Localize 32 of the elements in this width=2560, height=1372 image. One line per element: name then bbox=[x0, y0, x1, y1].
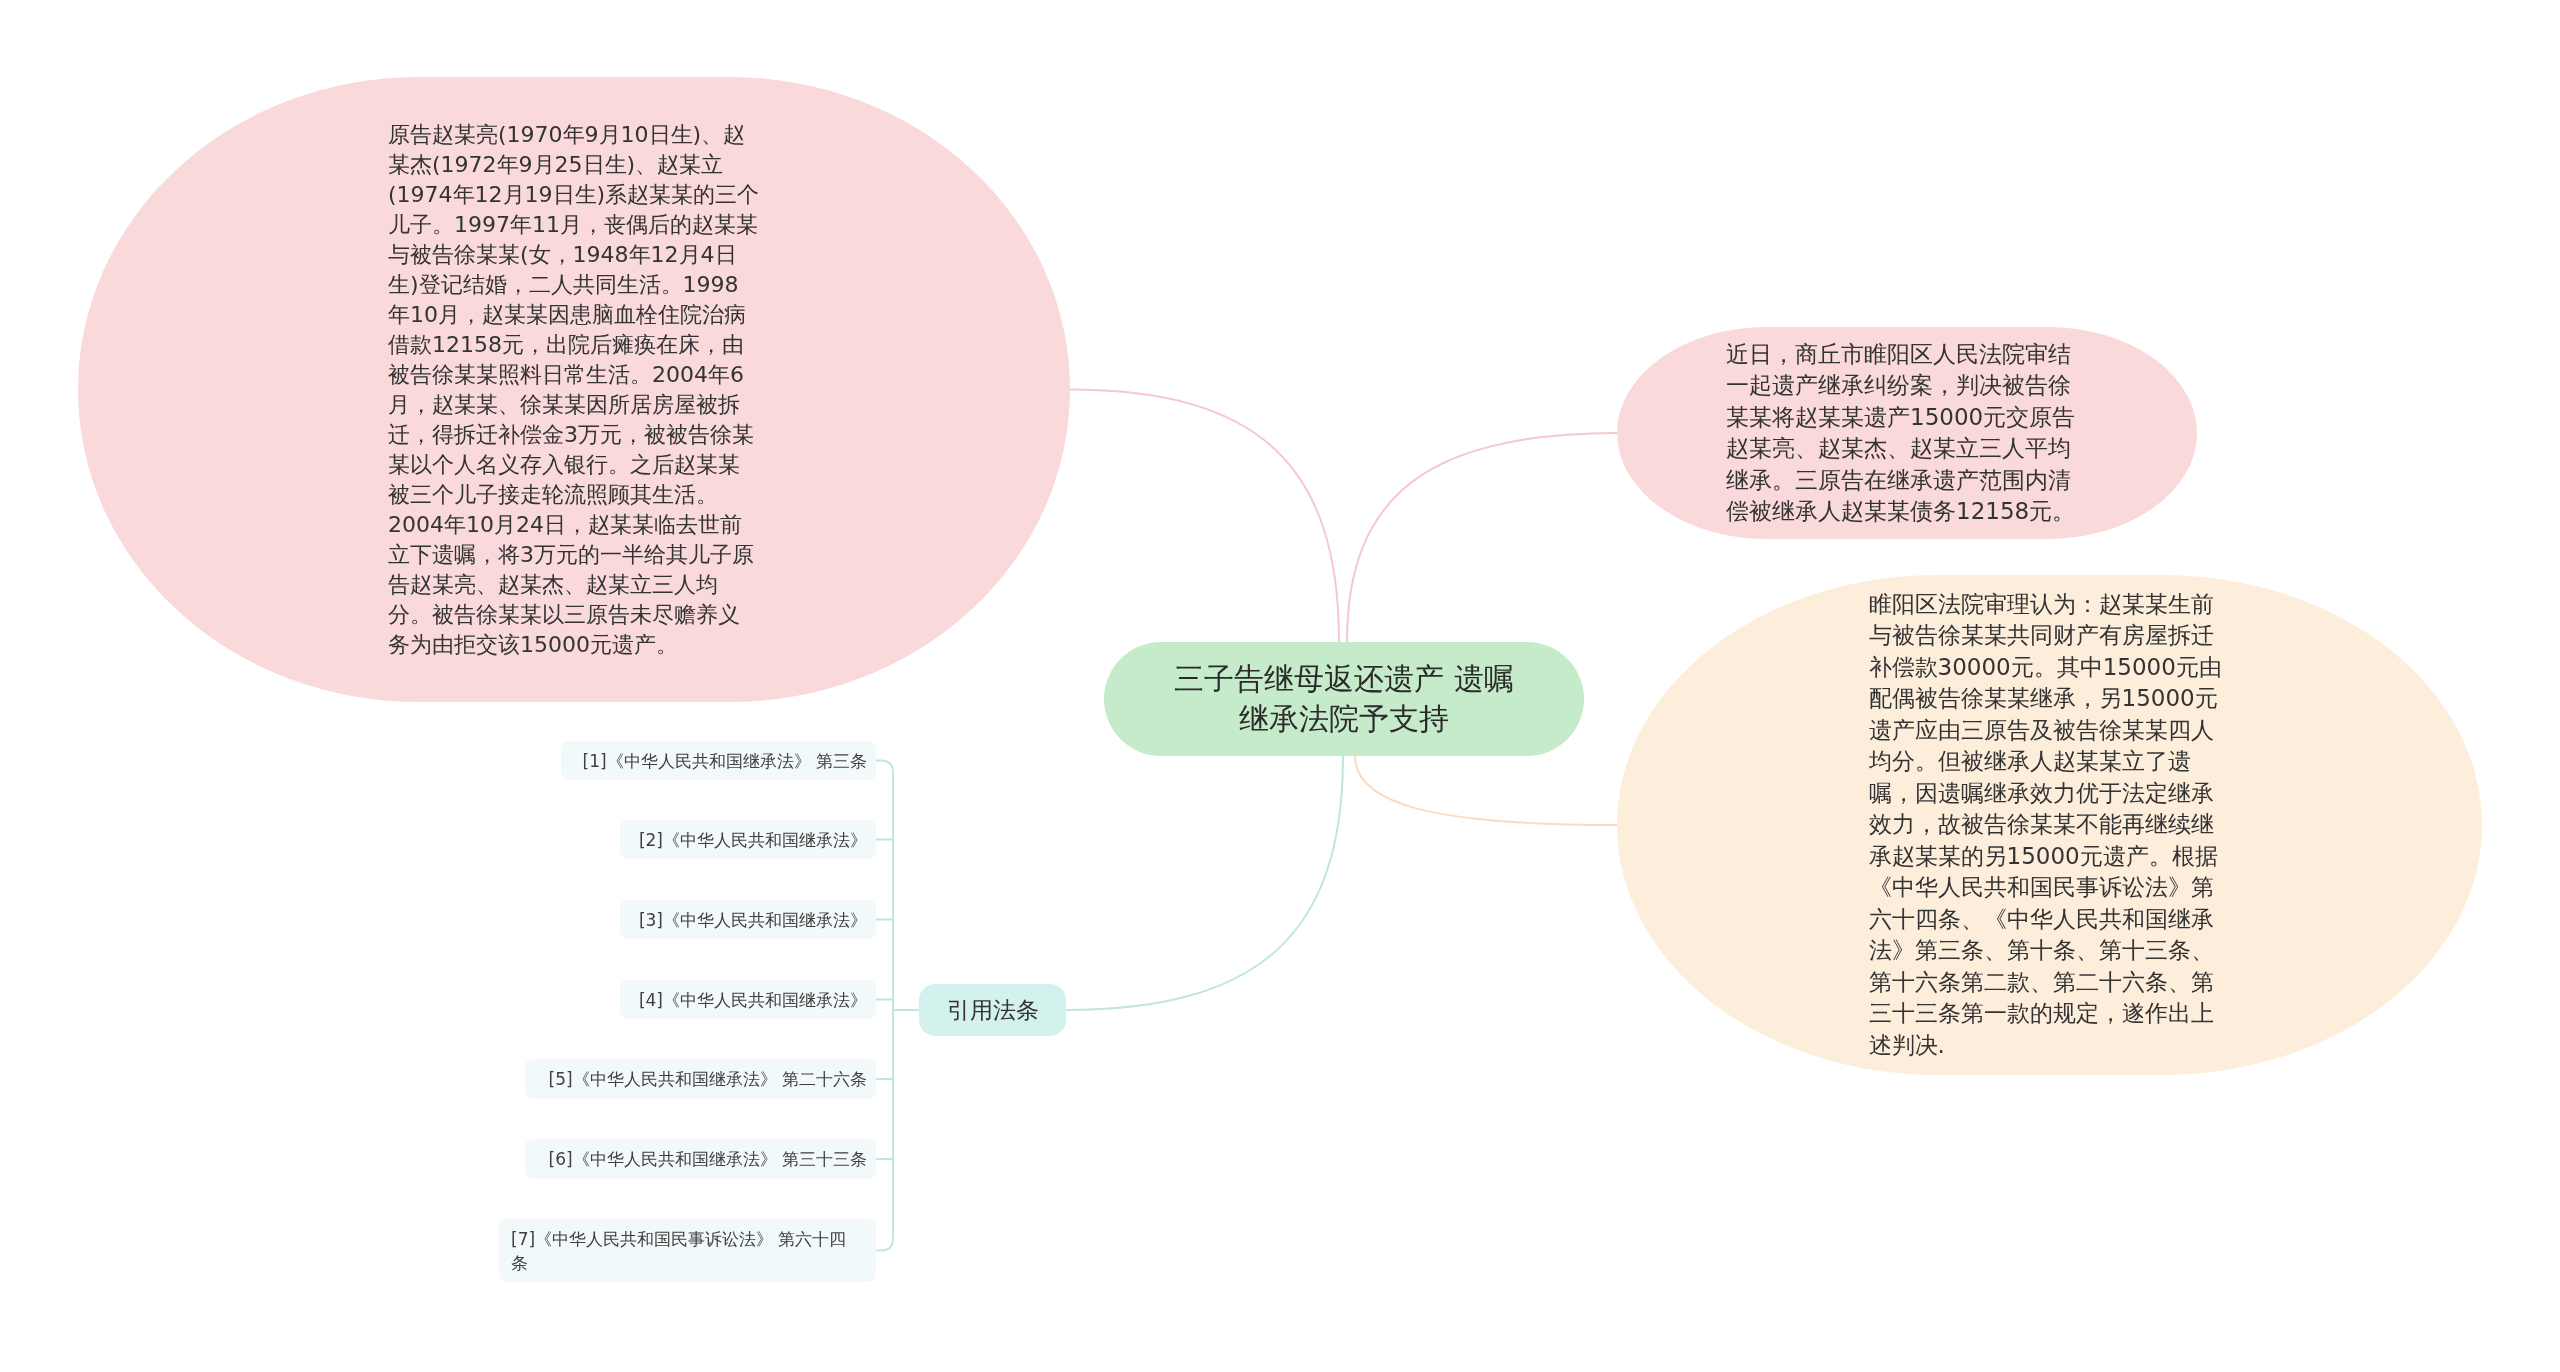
connector-line bbox=[875, 998, 894, 1001]
connector-line bbox=[875, 1158, 894, 1160]
citation-text: [1]《中华人民共和国继承法》 第三条 bbox=[582, 749, 867, 772]
citation-text: [6]《中华人民共和国继承法》 第三十三条 bbox=[548, 1148, 867, 1170]
topic-title: 三子告继母返还遗产 遗嘱继承法院予支持 bbox=[1173, 660, 1515, 738]
connector-line bbox=[892, 771, 920, 1240]
citation-text: [7]《中华人民共和国民事诉讼法》 第六十四条 bbox=[511, 1227, 848, 1275]
citation-text: [2]《中华人民共和国继承法》 bbox=[638, 828, 867, 851]
note-text: 睢阳区法院审理认为：赵某某生前与被告徐某某共同财产有房屋拆迁补偿款30000元。其中15000元由配偶被告徐某某继承，另15000元遗产应由三原告及被告徐某某四人均分。但被继承人赵某某立了遗嘱，因遗嘱继承效力优于法定继承效力，故被告徐某某不能再继续继承赵某某的另15000元遗产。根据《中华人民共和国民事诉讼法》第六十四条、《中华人民共和国继承法》第三条、第十条、第十三条、第十六条第二款、第二十六条、第三十三条第一款的规定，遂作出上述判决. bbox=[1868, 589, 2223, 1060]
citation-item bbox=[620, 820, 876, 859]
citation-text: [3]《中华人民共和国继承法》 bbox=[638, 908, 867, 931]
citation-text: [4]《中华人民共和国继承法》 bbox=[638, 988, 867, 1011]
connector-line bbox=[1354, 755, 1618, 826]
connector-line bbox=[1065, 755, 1344, 1011]
citation-text: [5]《中华人民共和国继承法》 第二十六条 bbox=[548, 1068, 867, 1090]
connector-line bbox=[1069, 388, 1340, 643]
note-text: 近日，商丘市睢阳区人民法院审结一起遗产继承纠纷案，判决被告徐某某将赵某某遗产15000元交原告赵某亮、赵某杰、赵某立三人平均继承。三原告在继承遗产范围内清偿被继承人赵某某债务12158元。 bbox=[1726, 339, 2077, 526]
note-text: 原告赵某亮(1970年9月10日生)、赵某杰(1972年9月25日生)、赵某立(1974年12月19日生)系赵某某的三个儿子。1997年11月，丧偶后的赵某某与被告徐某某(女，1948年12月4日生)登记结婚，二人共同生活。1998年10月，赵某某因患脑血栓住院治病借款12158元，出院后瘫痪在床，由被告徐某某照料日常生活。2004年6月，赵某某、徐某某因所居房屋被拆迁，得拆迁补偿金3万元，被被告徐某某以个人名义存入银行。之后赵某某被三个儿子接走轮流照顾其生活。2004年10月24日，赵某某临去世前立下遗嘱，将3万元的一半给其儿子原告赵某亮、赵某杰、赵某立三人均分。被告徐某某以三原告未尽赡养义务为由拒交该15000元遗产。 bbox=[388, 120, 760, 659]
citation-item bbox=[499, 1219, 876, 1282]
connector-line bbox=[875, 918, 894, 921]
citation-item bbox=[525, 1059, 876, 1099]
connector-line bbox=[875, 1078, 894, 1080]
citation-item bbox=[620, 900, 876, 939]
citation-item bbox=[620, 980, 876, 1019]
citation-item bbox=[525, 1139, 876, 1179]
connector-line bbox=[875, 1237, 894, 1252]
branch-label: 引用法条 bbox=[946, 996, 1039, 1025]
connector-line bbox=[875, 838, 894, 841]
connector-line bbox=[1346, 432, 1618, 643]
citation-item bbox=[561, 741, 876, 780]
connector-line bbox=[875, 759, 894, 774]
branch-topic bbox=[919, 984, 1066, 1036]
